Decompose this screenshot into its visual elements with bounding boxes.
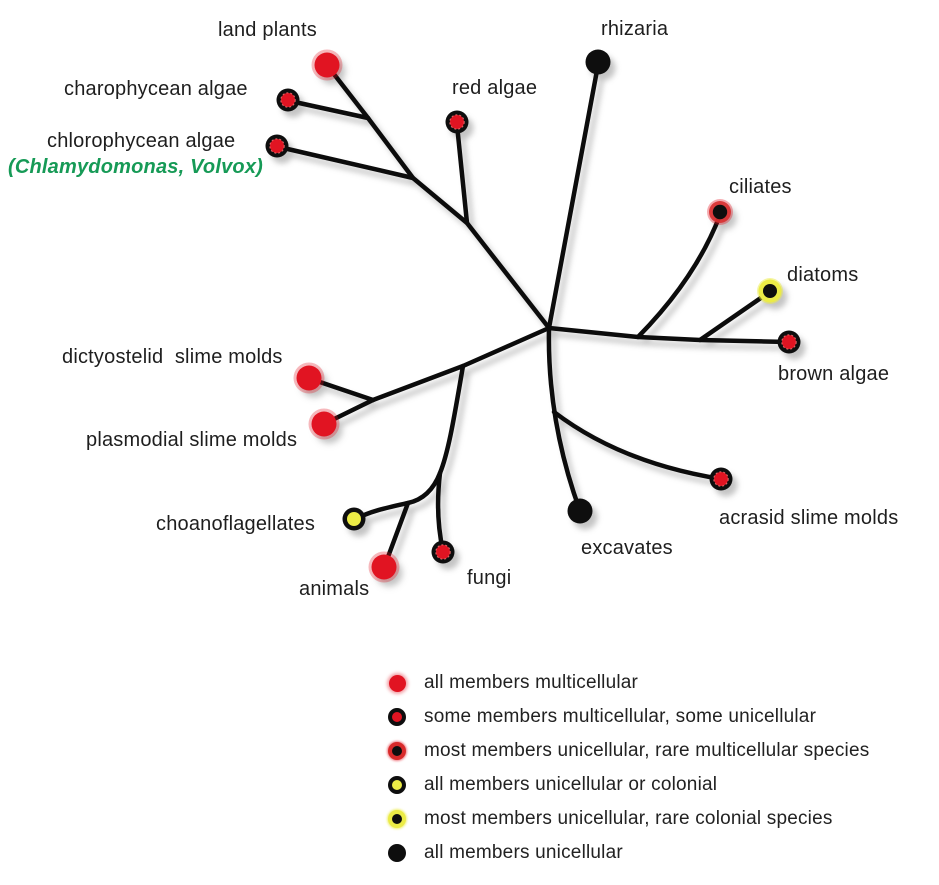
dot-dictyostelid-slime-molds [293,362,325,394]
legend-dot-rare-multicellular-icon [388,742,406,760]
branch-chlorophycean-algae [276,144,416,181]
label-acrasid-slime-molds: acrasid slime molds [719,507,899,529]
dot-diatoms [757,278,783,304]
branch-fungi [435,470,446,554]
dot-acrasid-slime-molds [708,466,734,492]
branch-rhizaria [546,62,601,331]
dot-animals [368,551,400,583]
label-fungi: fungi [467,567,512,589]
dot-choanoflagellates [342,507,366,531]
legend-label: some members multicellular, some unicell… [424,706,817,727]
label-dictyostelid-slime-molds: dictyostelid slime molds [62,346,283,368]
label-brown-algae: brown algae [778,363,890,385]
label-red-algae: red algae [452,77,538,99]
legend-label: most members unicellular, rare colonial … [424,808,833,829]
dot-excavates [567,498,593,524]
label-chlamydomonas-volvox: (Chlamydomonas, Volvox) [8,156,264,178]
legend-row: all members multicellular [384,666,869,700]
label-choanoflagellates: choanoflagellates [156,513,316,535]
legend-row: all members unicellular or colonial [384,768,869,802]
dot-charophycean-algae [275,87,301,113]
legend-dot-some-multicellular-icon [388,708,406,726]
dot-land-plants [311,49,343,81]
label-animals: animals [299,578,370,600]
label-charophycean-algae: charophycean algae [64,78,248,100]
branch-ciliates [635,212,723,340]
label-diatoms: diatoms [787,264,859,286]
legend-label: all members unicellular or colonial [424,774,718,795]
dot-chlorophycean-algae [264,133,290,159]
label-chlorophycean-algae: chlorophycean algae [47,130,236,152]
legend-label: all members unicellular [424,842,623,863]
label-ciliates: ciliates [729,176,792,198]
legend-row: all members unicellular [384,836,869,870]
branch-right-spine [546,325,792,345]
legend-dot-all-unicellular-icon [388,844,406,862]
branch-choanoflagellates [353,363,466,522]
tree-dots [264,49,802,583]
legend-row: most members unicellular, rare multicell… [384,734,869,768]
label-rhizaria: rhizaria [601,18,669,40]
branch-red-algae [454,122,470,226]
label-land-plants: land plants [218,19,317,41]
legend: all members multicellular some members m… [384,666,869,870]
branch-excavates [546,325,583,514]
branch-diatoms [697,290,771,343]
legend-label: most members unicellular, rare multicell… [424,740,870,761]
branch-charophycean-algae [287,98,371,121]
dot-rhizaria [585,49,611,75]
branch-acrasid-slime-molds [551,409,724,482]
legend-label: all members multicellular [424,672,639,693]
dot-fungi [430,539,456,565]
legend-dot-unicellular-or-colonial-icon [388,776,406,794]
branch-plant-spine [365,115,552,331]
legend-dot-all-multicellular-icon [388,674,406,692]
label-excavates: excavates [581,537,673,559]
dot-red-algae [444,109,470,135]
legend-row: some members multicellular, some unicell… [384,700,869,734]
legend-dot-rare-colonial-icon [388,810,406,828]
label-plasmodial-slime-molds: plasmodial slime molds [86,429,298,451]
dot-brown-algae [776,329,802,355]
legend-row: most members unicellular, rare colonial … [384,802,869,836]
dot-plasmodial-slime-molds [308,408,340,440]
dot-ciliates [707,199,733,225]
tree-branches [276,62,792,568]
